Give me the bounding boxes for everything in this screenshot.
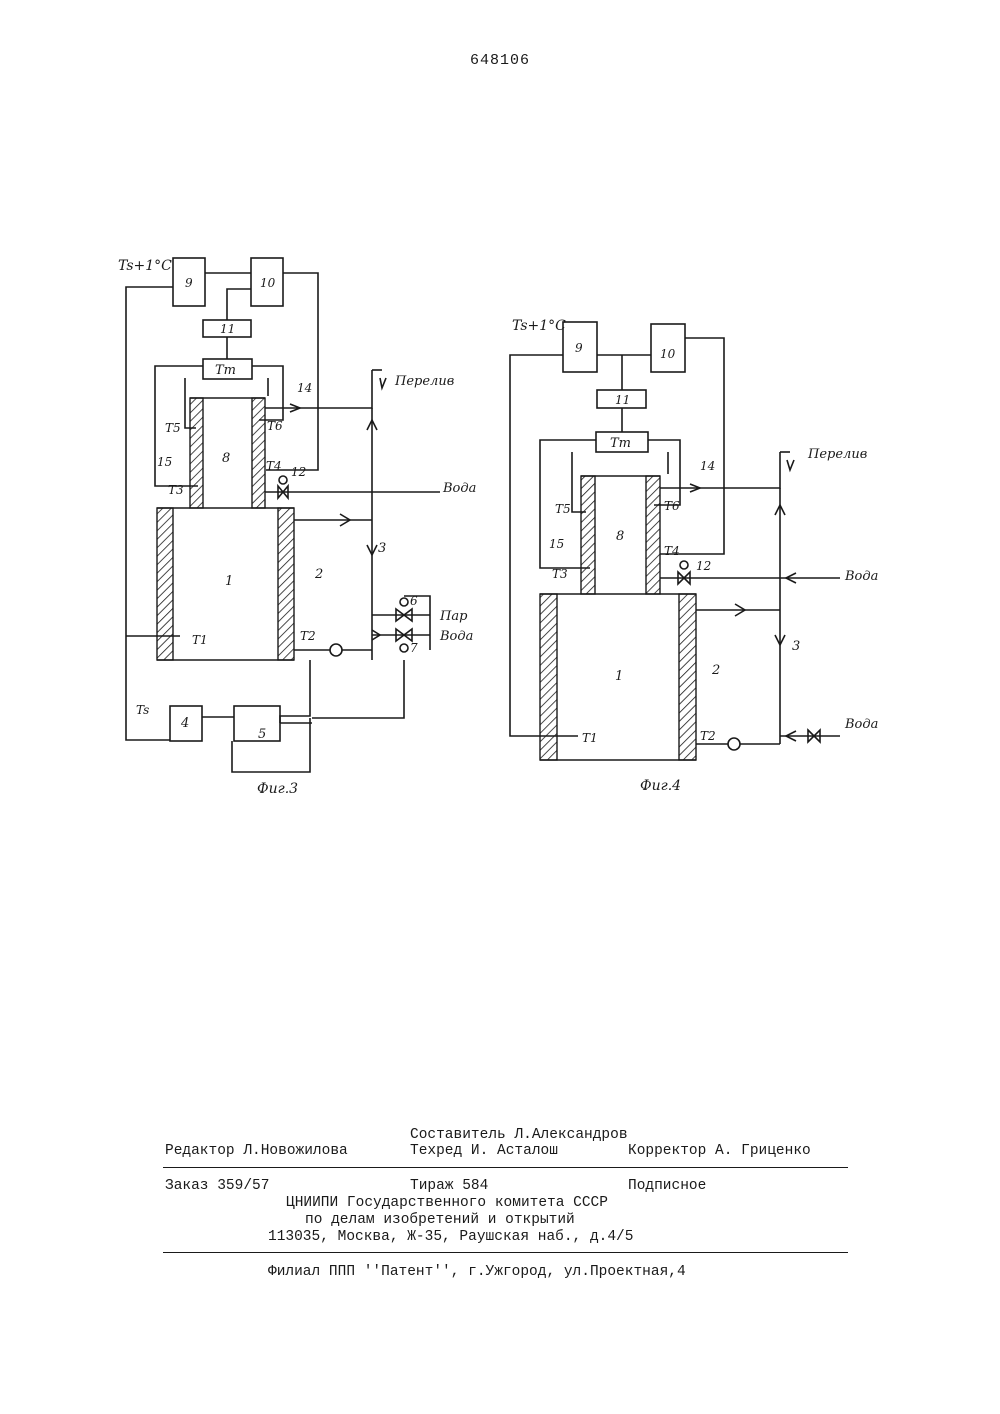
svg-text:Ts+1°C: Ts+1°C [118, 258, 172, 274]
svg-text:T6: T6 [664, 499, 680, 513]
svg-text:6: 6 [410, 594, 418, 608]
svg-text:1: 1 [225, 574, 233, 589]
svg-text:Вода: Вода [844, 717, 878, 732]
svg-text:T5: T5 [555, 502, 571, 516]
svg-text:12: 12 [696, 559, 711, 573]
pump-icon [728, 738, 740, 750]
svg-text:Вода: Вода [439, 629, 473, 644]
editor: Редактор Л.Новожилова [165, 1143, 348, 1159]
svg-text:4: 4 [180, 716, 189, 731]
svg-text:T6: T6 [267, 419, 283, 433]
svg-text:15: 15 [549, 537, 564, 551]
svg-text:7: 7 [410, 641, 418, 655]
svg-text:Tm: Tm [610, 436, 631, 451]
svg-text:14: 14 [700, 459, 715, 473]
svg-text:T4: T4 [266, 459, 282, 473]
pump-icon [330, 644, 342, 656]
svg-text:15: 15 [157, 455, 172, 469]
svg-text:5: 5 [258, 727, 266, 742]
svg-text:11: 11 [615, 393, 630, 407]
svg-text:12: 12 [291, 465, 306, 479]
vessel-1-left-wall [157, 508, 173, 660]
svg-text:8: 8 [616, 529, 624, 544]
svg-text:Перелив: Перелив [394, 374, 454, 389]
column-8-right-wall [646, 476, 660, 594]
svg-text:Вода: Вода [844, 569, 878, 584]
circulation: Тираж 584 [410, 1178, 488, 1194]
svg-text:T4: T4 [664, 544, 680, 558]
column-8-right-wall [252, 398, 265, 508]
vessel-1-left-wall [540, 594, 557, 760]
svg-text:Ts: Ts [136, 703, 149, 717]
branch: Филиал ППП ''Патент'', г.Ужгород, ул.Про… [268, 1264, 686, 1280]
svg-text:10: 10 [260, 276, 276, 290]
column-8-left-wall [581, 476, 595, 594]
svg-text:9: 9 [185, 276, 193, 290]
order: Заказ 359/57 [165, 1178, 269, 1194]
svg-text:10: 10 [660, 347, 676, 361]
svg-text:Фиг.3: Фиг.3 [257, 781, 298, 797]
svg-text:3: 3 [378, 541, 386, 556]
svg-text:Tm: Tm [215, 363, 236, 378]
svg-text:T2: T2 [300, 629, 316, 643]
svg-text:Пар: Пар [439, 609, 468, 624]
vessel-1-right-wall [679, 594, 696, 760]
svg-text:Фиг.4: Фиг.4 [640, 778, 681, 794]
figure-3: Ts+1°C 9 10 11 Tm 8 1 2 3 4 5 6 7 12 14 … [118, 258, 476, 797]
svg-text:1: 1 [615, 669, 623, 684]
divider [163, 1167, 848, 1168]
block-5 [234, 706, 280, 741]
org-line-2: по делам изобретений и открытий [305, 1212, 575, 1228]
svg-text:T3: T3 [168, 483, 184, 497]
address: 113035, Москва, Ж-35, Раушская наб., д.4… [268, 1229, 633, 1245]
svg-text:T1: T1 [192, 633, 208, 647]
svg-text:8: 8 [222, 451, 230, 466]
svg-text:T2: T2 [700, 729, 716, 743]
org-line-1: ЦНИИПИ Государственного комитета СССР [286, 1195, 608, 1211]
svg-text:T1: T1 [582, 731, 598, 745]
compiler: Составитель Л.Александров [410, 1127, 628, 1143]
svg-text:3: 3 [792, 639, 800, 654]
svg-text:14: 14 [297, 381, 312, 395]
corrector: Корректор А. Гриценко [628, 1143, 811, 1159]
svg-text:Вода: Вода [442, 481, 476, 496]
svg-text:11: 11 [220, 322, 235, 336]
svg-text:2: 2 [314, 567, 323, 582]
svg-text:9: 9 [575, 341, 583, 355]
subscription: Подписное [628, 1178, 706, 1194]
column-8-left-wall [190, 398, 203, 508]
vessel-1-right-wall [278, 508, 294, 660]
svg-text:T3: T3 [552, 567, 568, 581]
figure-4: Ts+1°C 9 10 11 Tm 8 1 2 3 12 14 15 T5 T6… [510, 318, 878, 794]
techred: Техред И. Асталош [410, 1143, 558, 1159]
svg-text:2: 2 [711, 663, 720, 678]
divider [163, 1252, 848, 1253]
svg-text:Ts+1°C: Ts+1°C [512, 318, 566, 334]
svg-text:T5: T5 [165, 421, 181, 435]
svg-text:Перелив: Перелив [807, 447, 867, 462]
